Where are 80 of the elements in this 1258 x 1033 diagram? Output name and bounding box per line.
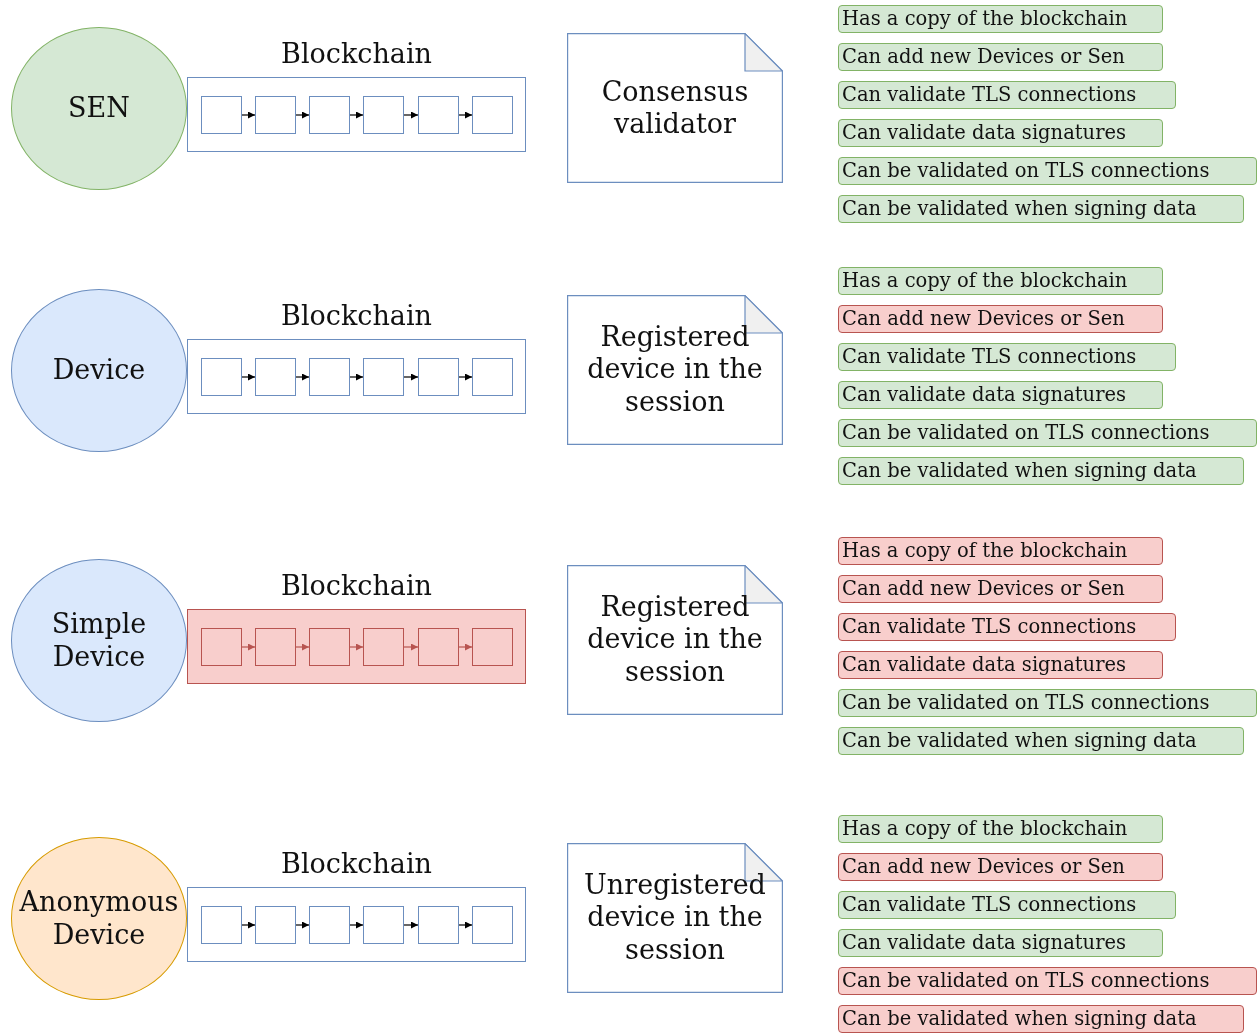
- property-tag: Can validate TLS connections: [838, 613, 1176, 641]
- property-tag: Has a copy of the blockchain: [838, 5, 1163, 33]
- property-tag: Can be validated on TLS connections: [838, 967, 1257, 995]
- group-title: Blockchain: [280, 37, 433, 71]
- arrow: [349, 921, 364, 929]
- group-title: Blockchain: [280, 847, 433, 881]
- block-box: [309, 358, 350, 396]
- block-box: [201, 906, 242, 944]
- block-box: [255, 358, 296, 396]
- arrow: [403, 111, 419, 119]
- block-box: [472, 628, 513, 666]
- arrow: [403, 373, 419, 381]
- arrow: [295, 643, 310, 651]
- arrow: [349, 643, 364, 651]
- property-tag: Can be validated when signing data: [838, 727, 1244, 755]
- arrow: [403, 643, 419, 651]
- arrow: [458, 643, 473, 651]
- property-tag: Can add new Devices or Sen: [838, 305, 1163, 333]
- block-box: [363, 628, 404, 666]
- property-tag: Can be validated on TLS connections: [838, 157, 1257, 185]
- property-tag: Can validate data signatures: [838, 119, 1163, 147]
- group-title: Blockchain: [280, 299, 433, 333]
- arrow: [295, 373, 310, 381]
- note-shape: Registered device in the session: [567, 565, 783, 715]
- block-box: [418, 628, 459, 666]
- property-tag: Has a copy of the blockchain: [838, 815, 1163, 843]
- arrow: [295, 921, 310, 929]
- block-box: [309, 628, 350, 666]
- group-title: Blockchain: [280, 569, 433, 603]
- block-box: [201, 358, 242, 396]
- arrow: [349, 373, 364, 381]
- block-box: [201, 96, 242, 134]
- block-box: [418, 906, 459, 944]
- arrow: [241, 921, 256, 929]
- property-tag: Has a copy of the blockchain: [838, 537, 1163, 565]
- property-tag: Can be validated on TLS connections: [838, 689, 1257, 717]
- role-circle: Simple Device: [11, 559, 187, 722]
- block-box: [418, 96, 459, 134]
- note-shape: Unregistered device in the session: [567, 843, 783, 993]
- property-tag: Can validate data signatures: [838, 929, 1163, 957]
- block-box: [309, 96, 350, 134]
- property-tag: Can add new Devices or Sen: [838, 575, 1163, 603]
- block-box: [363, 906, 404, 944]
- arrow: [458, 111, 473, 119]
- block-box: [363, 96, 404, 134]
- property-tag: Can validate TLS connections: [838, 343, 1176, 371]
- note-shape: Consensus validator: [567, 33, 783, 183]
- block-box: [201, 628, 242, 666]
- block-box: [363, 358, 404, 396]
- property-tag: Can validate TLS connections: [838, 81, 1176, 109]
- arrow: [241, 373, 256, 381]
- property-tag: Can add new Devices or Sen: [838, 43, 1163, 71]
- property-tag: Can be validated when signing data: [838, 457, 1244, 485]
- arrow: [458, 921, 473, 929]
- block-box: [255, 906, 296, 944]
- role-circle: SEN: [11, 27, 187, 190]
- arrow: [295, 111, 310, 119]
- property-tag: Has a copy of the blockchain: [838, 267, 1163, 295]
- block-box: [309, 906, 350, 944]
- role-circle: Anonymous Device: [11, 837, 187, 1000]
- block-box: [472, 96, 513, 134]
- property-tag: Can be validated on TLS connections: [838, 419, 1257, 447]
- role-circle: Device: [11, 289, 187, 452]
- property-tag: Can add new Devices or Sen: [838, 853, 1163, 881]
- block-box: [472, 358, 513, 396]
- property-tag: Can validate data signatures: [838, 651, 1163, 679]
- property-tag: Can validate data signatures: [838, 381, 1163, 409]
- arrow: [403, 921, 419, 929]
- block-box: [255, 628, 296, 666]
- block-box: [418, 358, 459, 396]
- arrow: [349, 111, 364, 119]
- arrow: [241, 111, 256, 119]
- property-tag: Can validate TLS connections: [838, 891, 1176, 919]
- property-tag: Can be validated when signing data: [838, 195, 1244, 223]
- block-box: [472, 906, 513, 944]
- arrow: [241, 643, 256, 651]
- block-box: [255, 96, 296, 134]
- property-tag: Can be validated when signing data: [838, 1005, 1244, 1033]
- arrow: [458, 373, 473, 381]
- note-shape: Registered device in the session: [567, 295, 783, 445]
